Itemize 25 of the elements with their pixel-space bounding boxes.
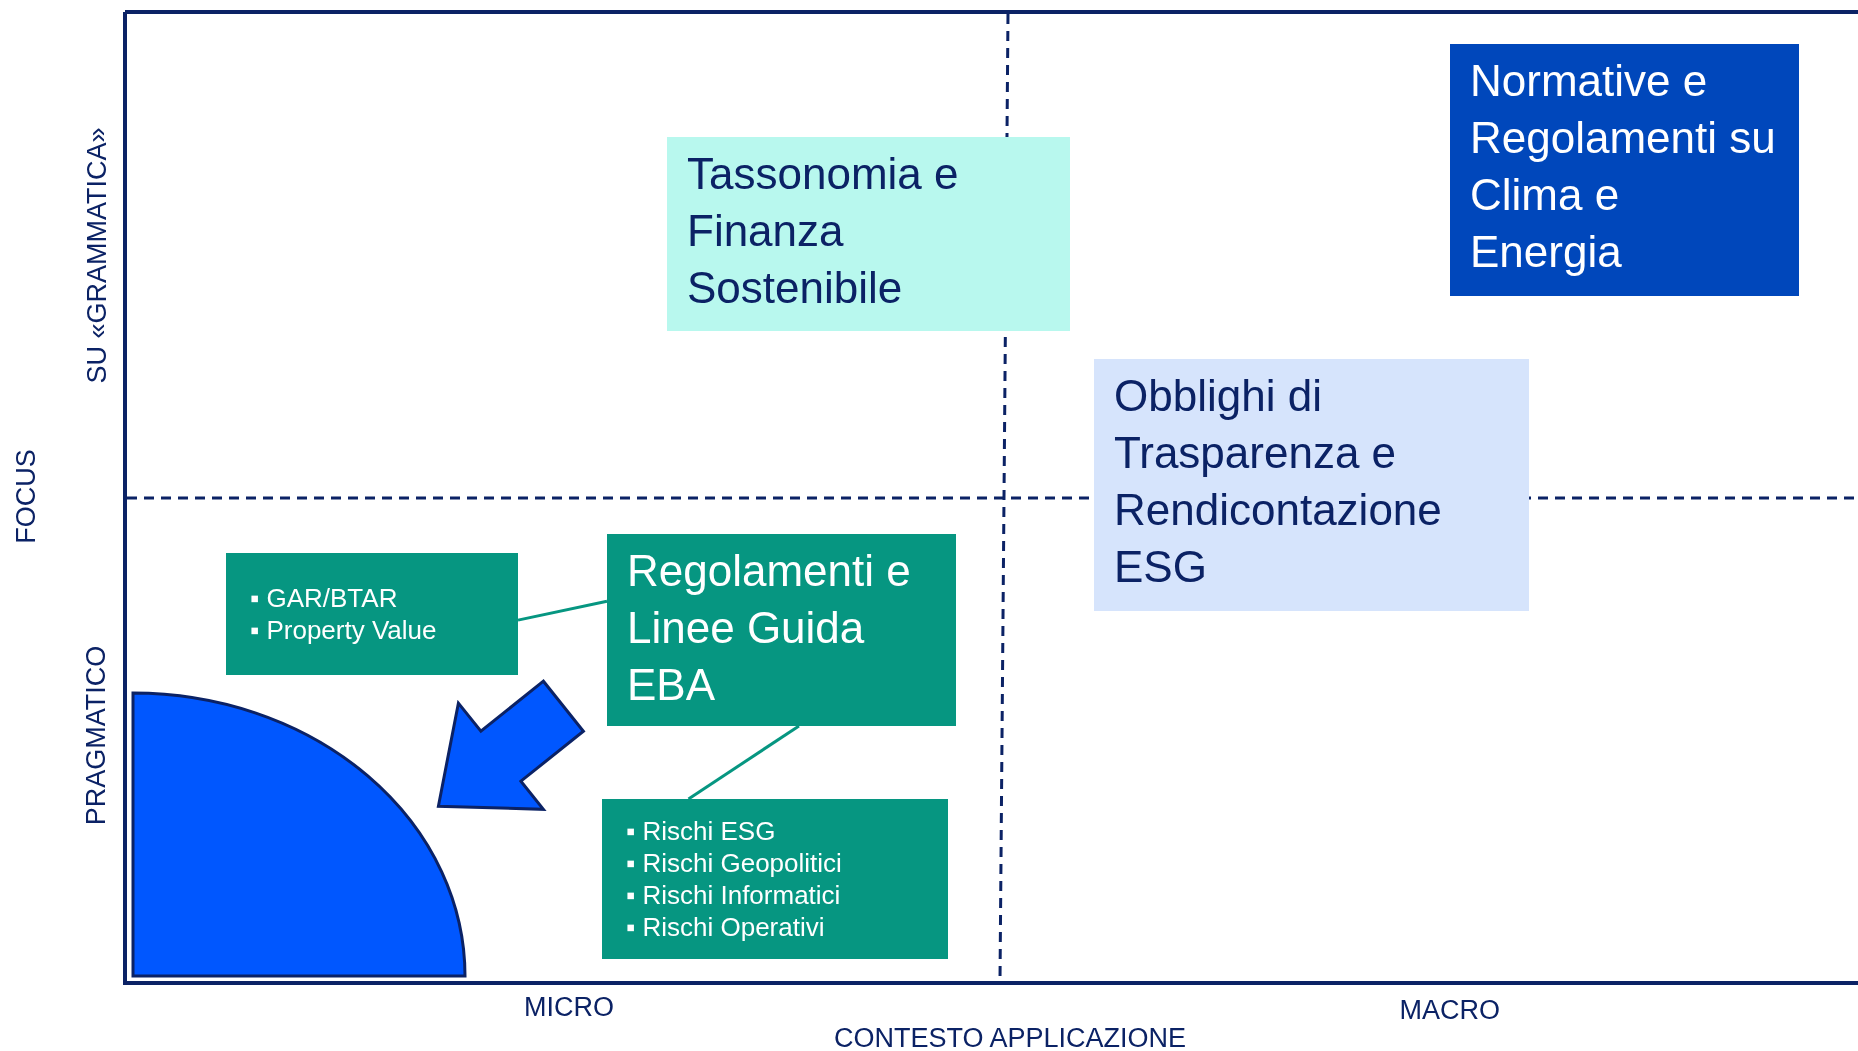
bullet-item: ▪ Rischi Geopolitici	[626, 847, 843, 879]
block-arrow	[436, 679, 586, 811]
topic-box	[607, 534, 956, 726]
axis-label: MICRO	[524, 991, 614, 1023]
axis-label: PRAGMATICO	[81, 645, 113, 825]
axis-label: MACRO	[1399, 994, 1500, 1026]
topic-title: Tassonomia e Finanza Sostenibile	[687, 148, 960, 314]
bullet-item: ▪ Rischi ESG	[626, 815, 777, 847]
bullet-item: ▪ GAR/BTAR	[250, 582, 399, 614]
axis-title: CONTESTO APPLICAZIONE	[834, 1022, 1187, 1051]
topic-box	[667, 137, 1070, 331]
bullet-item: ▪ Rischi Informatici	[626, 879, 842, 911]
bullet-list-box	[226, 553, 518, 675]
topic-box	[1094, 359, 1529, 611]
leader-line	[687, 724, 800, 801]
bullet-list-box	[602, 799, 948, 959]
axis-label: SU «GRAMMATICA»	[81, 127, 113, 383]
bullet-item: ▪ Property Value	[250, 614, 438, 646]
topic-title: Normative e Regolamenti su Clima e Energia	[1470, 55, 1777, 278]
bullet-item: ▪ Rischi Operativi	[626, 911, 826, 943]
axis-title: FOCUS	[10, 448, 42, 544]
topic-title: Regolamenti e Linee Guida EBA	[627, 545, 912, 711]
leader-line	[517, 599, 608, 622]
topic-box	[1450, 44, 1799, 296]
topic-title: Obblighi di Trasparenza e Rendicontazione ESG	[1114, 370, 1443, 593]
